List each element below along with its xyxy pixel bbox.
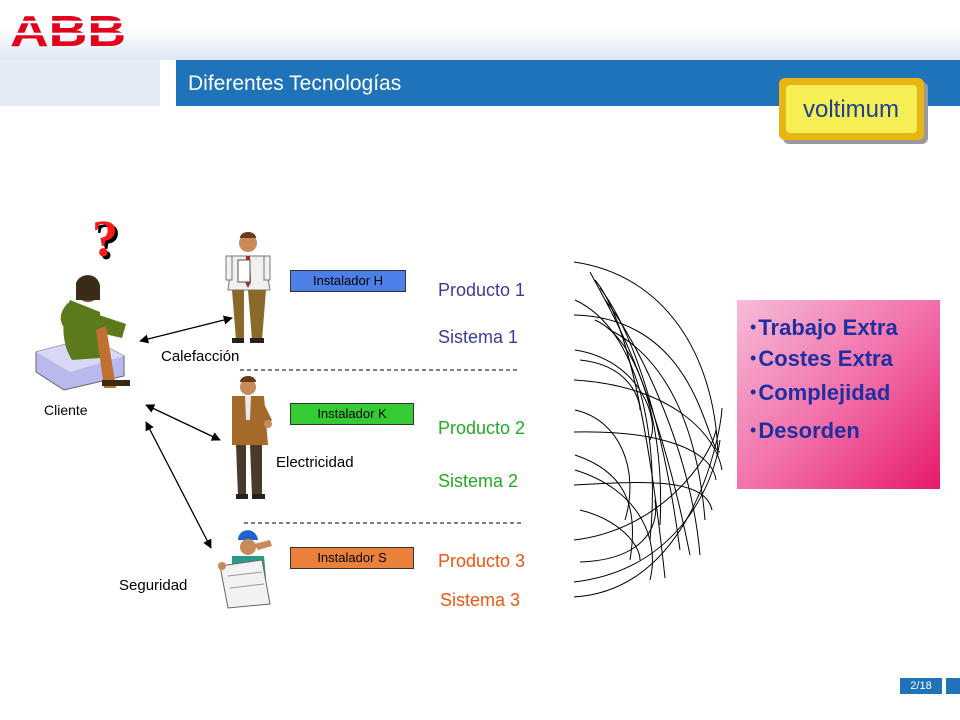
client-label: Cliente [44, 402, 88, 418]
calefaccion-label: Calefacción [161, 348, 240, 365]
abb-logo-text: ABB [10, 10, 126, 50]
voltimum-logo: voltimum [779, 78, 928, 144]
consequence-text: Costes Extra [758, 346, 893, 371]
consequence-item: •Trabajo Extra [750, 315, 898, 340]
sistema-3-label: Sistema 3 [440, 590, 521, 610]
arrow-client-electricidad [145, 404, 221, 441]
page-number: 2/18 [900, 678, 942, 694]
producto-1-label: Producto 1 [438, 280, 526, 300]
seguridad-figure [218, 530, 272, 609]
consequence-item: •Costes Extra [750, 346, 893, 371]
producto-3-label: Producto 3 [438, 551, 526, 571]
sistema-2-label: Sistema 2 [438, 471, 519, 491]
seguridad-label: Seguridad [119, 577, 188, 594]
producto-2-label: Producto 2 [438, 418, 526, 438]
abb-logo: ABB [10, 10, 126, 50]
installer-s-box: Instalador S [290, 547, 414, 569]
electricidad-figure [232, 376, 272, 499]
sistema-1-label: Sistema 1 [438, 327, 519, 347]
electricidad-label: Electricidad [276, 454, 354, 471]
consequence-text: Trabajo Extra [758, 315, 898, 340]
voltimum-logo-text: voltimum [803, 96, 899, 123]
client-figure [35, 275, 130, 391]
calefaccion-figure [225, 232, 271, 343]
consequence-item: •Complejidad [750, 380, 891, 405]
consequence-text: Desorden [758, 418, 860, 443]
question-mark: ? [92, 211, 118, 268]
header-band [0, 0, 960, 60]
interconnection-arcs [573, 261, 723, 598]
consequence-text: Complejidad [758, 380, 891, 405]
consequences-box [737, 300, 940, 489]
arrow-client-calefaccion [139, 315, 233, 344]
installer-h-box: Instalador H [290, 270, 406, 292]
page-title: Diferentes Tecnologías [188, 72, 402, 95]
page-number-accent [946, 678, 960, 694]
title-bar-left-block [0, 60, 160, 106]
arrow-client-seguridad [145, 421, 212, 549]
installer-k-box: Instalador K [290, 403, 414, 425]
consequence-item: •Desorden [750, 418, 860, 443]
